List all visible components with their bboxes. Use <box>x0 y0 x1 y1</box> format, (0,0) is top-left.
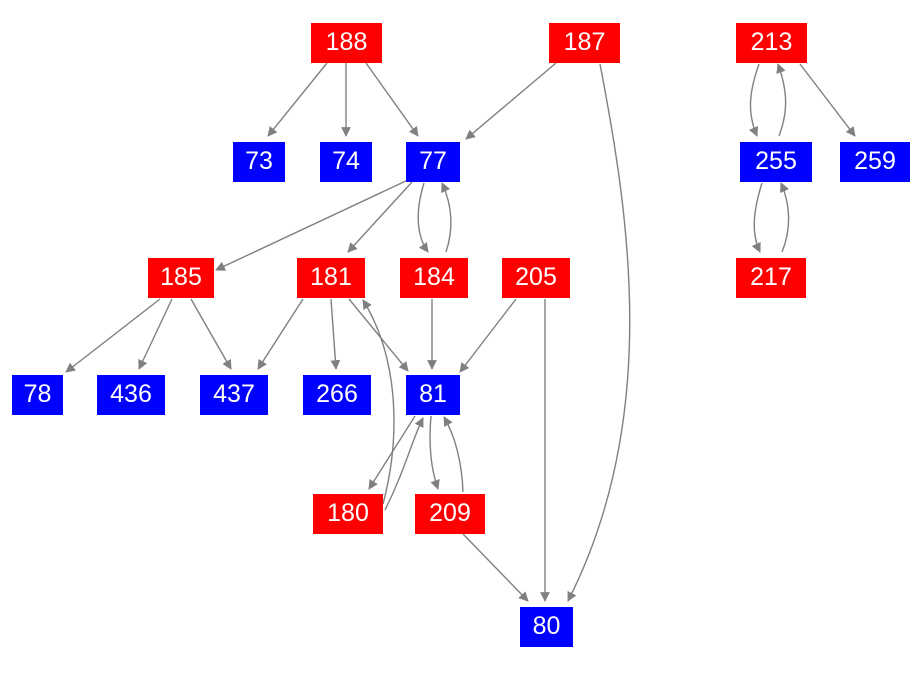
node-209[interactable]: 209 <box>415 494 485 534</box>
edge-187-77 <box>465 62 557 140</box>
node-181[interactable]: 181 <box>297 258 365 298</box>
node-label: 180 <box>327 498 369 527</box>
edge-188-77 <box>365 62 419 137</box>
edge-181-81 <box>348 298 409 372</box>
node-label: 187 <box>563 27 606 56</box>
node-label: 205 <box>515 262 557 291</box>
edge-217-255 <box>780 182 790 253</box>
node-label: 78 <box>23 379 52 408</box>
node-label: 81 <box>419 379 447 408</box>
node-78[interactable]: 78 <box>12 375 63 415</box>
edge-185-436 <box>138 298 173 370</box>
edge-77-181 <box>347 181 413 253</box>
node-label: 80 <box>532 611 561 640</box>
edge-77-184 <box>417 182 429 253</box>
node-259[interactable]: 259 <box>840 142 910 182</box>
edge-213-259 <box>799 63 856 137</box>
edge-81-209 <box>429 415 440 490</box>
node-180[interactable]: 180 <box>313 494 383 534</box>
node-73[interactable]: 73 <box>233 142 285 182</box>
node-label: 181 <box>310 262 352 291</box>
node-188[interactable]: 188 <box>311 23 382 63</box>
edge-180-81 <box>384 417 424 511</box>
node-label: 266 <box>316 379 358 408</box>
node-label: 73 <box>245 146 273 175</box>
edge-187-80 <box>567 63 631 602</box>
node-436[interactable]: 436 <box>97 375 165 415</box>
node-74[interactable]: 74 <box>320 142 372 182</box>
node-213[interactable]: 213 <box>736 23 807 63</box>
node-label: 188 <box>325 27 368 56</box>
edge-185-78 <box>65 298 161 373</box>
node-266[interactable]: 266 <box>303 375 371 415</box>
edge-77-185 <box>215 179 409 271</box>
node-185[interactable]: 185 <box>148 258 214 298</box>
edge-184-77 <box>441 182 452 253</box>
edge-180-181 <box>362 299 395 505</box>
node-437[interactable]: 437 <box>200 375 268 415</box>
node-label: 217 <box>750 262 792 291</box>
node-label: 437 <box>213 379 255 408</box>
node-217[interactable]: 217 <box>736 258 806 298</box>
edge-185-437 <box>190 298 232 370</box>
node-77[interactable]: 77 <box>406 142 460 182</box>
node-label: 77 <box>419 146 447 175</box>
node-label: 184 <box>413 262 455 291</box>
node-81[interactable]: 81 <box>406 375 460 415</box>
node-label: 436 <box>110 379 152 408</box>
node-255[interactable]: 255 <box>740 142 812 182</box>
node-label: 185 <box>160 262 202 291</box>
edge-188-73 <box>267 62 328 137</box>
node-label: 213 <box>750 27 793 56</box>
edge-181-437 <box>257 298 304 370</box>
node-205[interactable]: 205 <box>502 258 570 298</box>
edge-205-81 <box>459 298 517 373</box>
node-label: 259 <box>854 146 896 175</box>
edge-209-80 <box>462 533 529 602</box>
edge-181-266 <box>330 298 341 370</box>
node-label: 74 <box>332 146 360 175</box>
node-80[interactable]: 80 <box>520 607 573 647</box>
node-label: 209 <box>429 498 471 527</box>
edge-255-217 <box>751 182 763 253</box>
node-label: 255 <box>755 146 797 175</box>
edge-213-255 <box>749 63 760 137</box>
edge-255-213 <box>776 63 787 137</box>
node-187[interactable]: 187 <box>549 23 620 63</box>
node-184[interactable]: 184 <box>400 258 468 298</box>
edge-209-81 <box>443 416 464 493</box>
